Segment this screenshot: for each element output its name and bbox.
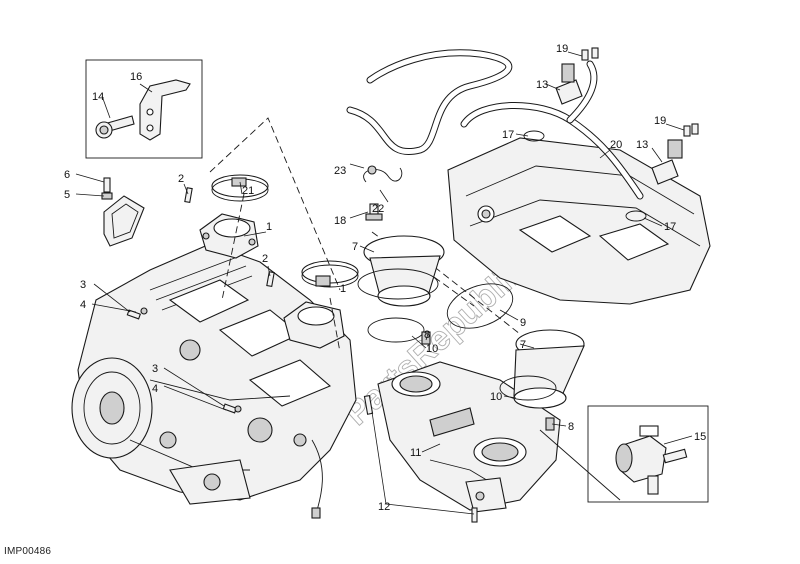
callout-6: 6 [64, 169, 70, 181]
throttle-body [363, 361, 621, 523]
pipe-clip-22 [363, 165, 403, 183]
intake-clamp-upper [211, 174, 269, 202]
assembly-guide-lines [209, 117, 521, 353]
injector-right [651, 123, 699, 185]
inset-valve-box [587, 405, 709, 503]
o-ring-right-lower [499, 375, 557, 401]
callout-8-right: 8 [568, 421, 574, 433]
callout-17-upper: 17 [502, 129, 514, 141]
callout-9: 9 [520, 317, 526, 329]
callout-15: 15 [694, 431, 706, 443]
callout-1-upper: 1 [266, 221, 272, 233]
o-ring-left-lower [367, 317, 425, 343]
callout-5: 5 [64, 189, 70, 201]
intake-manifold-lower [283, 301, 345, 349]
engine-bolts [126, 307, 242, 414]
hose-clamps-17 [523, 130, 647, 222]
gasket-plate-left [101, 177, 145, 247]
callout-7-right: 7 [520, 339, 526, 351]
callout-8-left: 8 [424, 329, 430, 341]
callout-23: 23 [334, 165, 346, 177]
callout-2-upper: 2 [178, 173, 184, 185]
intake-funnel-right [513, 329, 585, 409]
callout-10-left: 10 [426, 343, 438, 355]
diagram-code-label: IMP00486 [4, 546, 52, 557]
fuel-line-20 [460, 60, 644, 200]
bracket-part-16 [139, 79, 191, 141]
callout-19-right: 19 [654, 115, 666, 127]
sensors-8 [421, 331, 555, 431]
callout-2-lower: 2 [262, 253, 268, 265]
inset-bracket-box [85, 59, 203, 159]
engine-block [71, 243, 357, 519]
callout-4-upper: 4 [80, 299, 86, 311]
callout-19-upper: 19 [556, 43, 568, 55]
intake-manifold-upper [199, 213, 259, 259]
callout-7-left: 7 [352, 241, 358, 253]
callout-3-lower: 3 [152, 363, 158, 375]
callout-3-upper: 3 [80, 279, 86, 291]
callout-16: 16 [130, 71, 142, 83]
callout-labels: 16 14 6 5 2 21 1 2 3 4 1 3 4 23 18 22 7 … [64, 43, 706, 513]
o-ring-right [446, 283, 514, 329]
breather-hose [346, 49, 513, 156]
callout-13-upper: 13 [536, 79, 548, 91]
callout-12: 12 [378, 501, 390, 513]
callout-22: 22 [372, 203, 384, 215]
leader-lines [75, 51, 693, 515]
callout-10-right: 10 [490, 391, 502, 403]
callout-4-lower: 4 [152, 383, 158, 395]
callout-17-right: 17 [664, 221, 676, 233]
callout-13-right: 13 [636, 139, 648, 151]
injector-upper [555, 47, 599, 105]
intake-funnel-left [363, 235, 445, 307]
callout-18: 18 [334, 215, 346, 227]
callout-11: 11 [410, 447, 421, 459]
callout-14: 14 [92, 91, 104, 103]
callout-20: 20 [610, 139, 622, 151]
airbox [447, 137, 711, 305]
callout-21: 21 [242, 185, 254, 197]
intake-clamp-lower [301, 260, 359, 288]
o-ring-left [357, 268, 439, 300]
callout-1-lower: 1 [340, 283, 346, 295]
bolt-18 [365, 203, 383, 221]
